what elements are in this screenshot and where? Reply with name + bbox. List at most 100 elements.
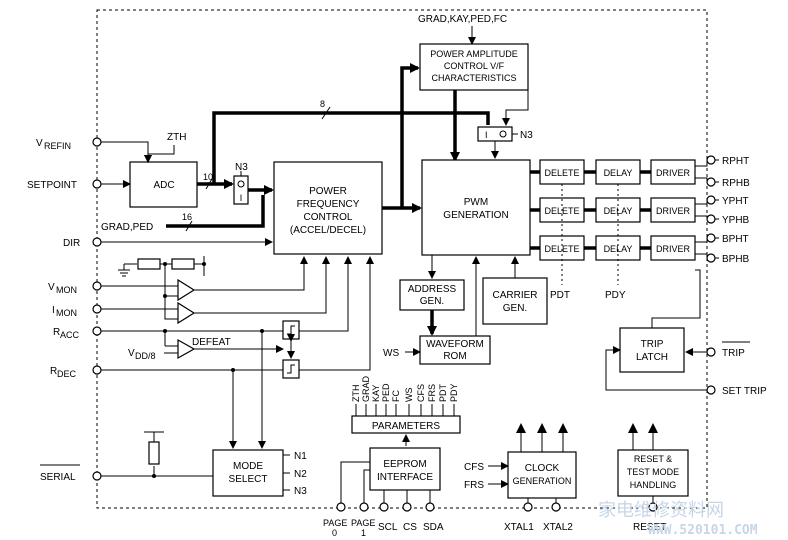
waveform-rom-block <box>419 335 491 365</box>
svg-text:POWER AMPLITUDE: POWER AMPLITUDE <box>430 49 518 59</box>
svg-text:FC: FC <box>391 390 401 402</box>
svg-text:SELECT: SELECT <box>229 474 268 485</box>
svg-text:PAGE: PAGE <box>351 518 375 528</box>
pin-vrefin: V REFIN <box>36 137 102 151</box>
reset-label: RESET <box>633 522 666 533</box>
defeat-label: DEFEAT <box>192 337 231 348</box>
output-channel-r: DELETE DELAY DRIVER <box>530 159 719 185</box>
svg-text:N2: N2 <box>294 469 307 480</box>
pin-reset <box>648 502 658 512</box>
svg-text:PDT: PDT <box>438 383 448 402</box>
svg-text:GENERATION: GENERATION <box>443 210 508 221</box>
svg-text:FREQUENCY: FREQUENCY <box>297 199 360 210</box>
power-amplitude-block <box>419 43 529 91</box>
svg-text:HANDLING: HANDLING <box>630 480 677 490</box>
adc-label: ADC <box>153 180 174 191</box>
mux-right <box>477 126 513 142</box>
svg-text:DD/8: DD/8 <box>135 351 156 361</box>
bottom-pins-xtal: XTAL1 XTAL2 <box>504 502 573 533</box>
svg-text:REFIN: REFIN <box>44 141 71 151</box>
svg-text:MON: MON <box>56 308 77 318</box>
svg-text:ADDRESS: ADDRESS <box>408 284 457 295</box>
svg-text:0: 0 <box>332 528 337 538</box>
svg-text:INTERFACE: INTERFACE <box>377 472 433 483</box>
svg-text:WS: WS <box>404 388 414 403</box>
svg-text:SERIAL: SERIAL <box>40 472 76 483</box>
svg-text:POWER: POWER <box>309 186 347 197</box>
param-ticks <box>355 404 455 416</box>
pdy-label: PDY <box>605 290 626 301</box>
pdt-label: PDT <box>550 290 570 301</box>
svg-text:DRIVER: DRIVER <box>656 244 691 254</box>
svg-text:DRIVER: DRIVER <box>656 206 691 216</box>
svg-text:SCL: SCL <box>378 522 398 533</box>
svg-text:YPHT: YPHT <box>722 196 749 207</box>
svg-text:FRS: FRS <box>427 384 437 402</box>
label-vdd8: V DD/8 <box>128 348 156 361</box>
bottom-pins-eeprom: PAGE 0 PAGE 1 SCL CS SDA <box>323 502 444 538</box>
pin-imon: I MON <box>52 304 102 318</box>
pin-trip <box>706 347 716 357</box>
param-list: ZTH GRAD KAY PED FC WS CFS FRS PDT PDY <box>351 375 459 402</box>
svg-text:BPHB: BPHB <box>722 254 750 265</box>
mode-select-block <box>212 449 284 497</box>
bus-10-label: 10 <box>203 172 213 182</box>
svg-text:PAGE: PAGE <box>323 518 347 528</box>
watermark-url: WWW.520101.COM <box>648 523 758 538</box>
svg-text:CARRIER: CARRIER <box>492 290 537 301</box>
svg-text:PWM: PWM <box>464 197 488 208</box>
svg-text:XTAL1: XTAL1 <box>504 522 534 533</box>
address-gen-block <box>399 279 465 311</box>
top-params-label: GRAD,KAY,PED,FC <box>418 14 507 25</box>
clock-generation-block <box>507 451 577 499</box>
reset-test-block <box>617 449 689 497</box>
eeprom-interface-block <box>369 447 441 491</box>
svg-text:CHARACTERISTICS: CHARACTERISTICS <box>431 73 516 83</box>
output-channel-y: DELETE DELAY DRIVER <box>530 197 719 223</box>
mode-pins: N1 N2 N3 <box>283 451 307 497</box>
svg-text:R: R <box>53 327 60 338</box>
pin-racc: R ACC <box>53 326 102 340</box>
bus-8-label: 8 <box>320 99 325 109</box>
svg-text:CS: CS <box>403 522 417 533</box>
svg-text:TRIP: TRIP <box>641 339 664 350</box>
pin-vmon: V MON <box>48 281 102 295</box>
svg-text:CONTROL V/F: CONTROL V/F <box>444 61 505 71</box>
n3-left-label: N3 <box>235 162 248 173</box>
svg-text:GEN.: GEN. <box>420 296 444 307</box>
svg-text:MODE: MODE <box>233 461 263 472</box>
svg-text:LATCH: LATCH <box>636 352 668 363</box>
bus-16-label: 16 <box>182 212 192 222</box>
svg-text:DIR: DIR <box>63 238 80 249</box>
svg-text:(ACCEL/DECEL): (ACCEL/DECEL) <box>290 225 366 236</box>
watermark-cn: 家电维修资料网 <box>598 500 724 521</box>
trip-label: TRIP <box>722 348 745 359</box>
svg-text:DELAY: DELAY <box>604 168 633 178</box>
cfs-label: CFS <box>464 462 484 473</box>
svg-text:DEC: DEC <box>57 369 77 379</box>
svg-text:PDY: PDY <box>449 383 459 402</box>
svg-text:GENERATION: GENERATION <box>513 476 572 486</box>
svg-text:BPHT: BPHT <box>722 234 749 245</box>
pin-rdec: R DEC <box>50 365 102 379</box>
frs-label: FRS <box>464 480 484 491</box>
svg-text:ZTH: ZTH <box>351 385 361 403</box>
svg-text:GRAD: GRAD <box>361 375 371 402</box>
svg-text:RESET &: RESET & <box>634 454 672 464</box>
svg-text:YPHB: YPHB <box>722 215 750 226</box>
svg-text:R: R <box>50 366 57 377</box>
svg-text:I: I <box>52 305 55 316</box>
svg-text:V: V <box>128 348 135 359</box>
pin-setpoint: SETPOINT <box>27 179 102 191</box>
output-channel-b: DELETE DELAY DRIVER <box>530 235 719 261</box>
right-pins: RPHT RPHB YPHT YPHB BPHT BPHB <box>706 155 750 265</box>
svg-text:N3: N3 <box>294 486 307 497</box>
trip-latch-block <box>619 327 685 373</box>
svg-text:1: 1 <box>361 528 366 538</box>
svg-text:EEPROM: EEPROM <box>383 459 426 470</box>
svg-text:SETPOINT: SETPOINT <box>27 180 77 191</box>
svg-text:ROM: ROM <box>443 351 466 362</box>
svg-text:CONTROL: CONTROL <box>304 212 353 223</box>
carrier-gen-block <box>482 277 548 325</box>
